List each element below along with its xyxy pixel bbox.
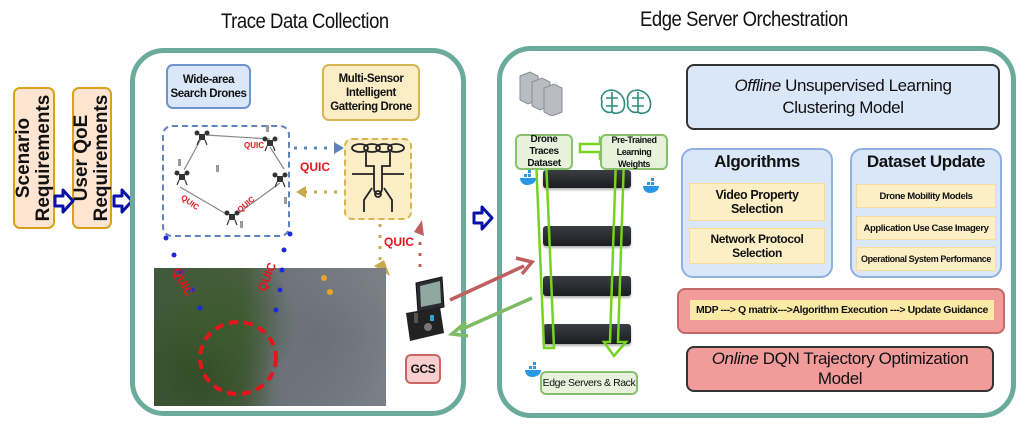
scenario-requirements-label: Scenario Requirements	[13, 94, 54, 222]
flow-arrow-icon	[472, 205, 494, 231]
multi-sensor-drone-label: Multi-Sensor Intelligent Gattering Drone	[322, 64, 420, 121]
flow-arrow-icon	[53, 188, 75, 214]
edge-server-unit	[543, 276, 631, 296]
edge-server-orchestration-panel	[497, 46, 1016, 418]
online-emphasis: Online	[711, 349, 759, 368]
edge-server-unit	[543, 170, 631, 188]
gcs-label: GCS	[405, 354, 441, 384]
drone-swarm-graph	[174, 125, 288, 228]
docker-icon	[520, 170, 536, 185]
offline-emphasis: Offline	[734, 76, 781, 95]
algorithms-title: Algorithms	[714, 152, 800, 171]
drone-traces-dataset-label: Drone Traces Dataset	[515, 134, 573, 170]
trace-data-collection-panel	[130, 48, 466, 416]
user-qoe-requirements-box: User QoE Requirements	[71, 87, 112, 229]
drone-icon	[174, 130, 288, 226]
dataset-update-item: Drone Mobility Models	[856, 184, 996, 208]
ground-control-station-icon	[406, 276, 445, 341]
docker-icon	[643, 178, 659, 193]
scenario-requirements-box: Scenario Requirements	[13, 87, 55, 229]
dataset-update-item: Application Use Case Imagery	[856, 216, 996, 240]
dataset-update-title: Dataset Update	[866, 152, 986, 171]
gcs-edge-links	[447, 256, 536, 338]
edge-server-unit	[543, 226, 631, 246]
wide-area-search-drones-label: Wide-area Search Drones	[166, 64, 251, 109]
offline-clustering-model-box: Offline Unsupervised Learning Clustering…	[686, 64, 1000, 130]
multi-sensor-drone-icon	[351, 143, 405, 212]
docker-icon	[525, 362, 541, 377]
edge-servers-rack-label: Edge Servers & Rack	[540, 371, 638, 395]
map-overlay	[163, 231, 333, 396]
quic-link-arrows	[294, 142, 344, 198]
quic-label: QUIC	[244, 141, 264, 150]
database-servers-icon	[519, 71, 563, 116]
pipeline-steps: MDP ---> Q matrix--->Algorithm Execution…	[690, 300, 994, 320]
search-drone-swarm-region	[162, 125, 290, 237]
neural-network-brain-icon	[600, 89, 652, 114]
flow-arrow-icon	[112, 188, 134, 214]
pretrained-learning-weights-label: Pre-Trained Learning Weights	[600, 134, 668, 170]
edge-server-orchestration-title: Edge Server Orchestration	[640, 8, 848, 31]
trace-data-collection-title: Trace Data Collection	[221, 10, 389, 33]
algorithm-item: Network Protocol Selection	[689, 228, 825, 264]
quic-label: QUIC	[384, 235, 414, 249]
quic-label: QUIC	[300, 160, 330, 174]
dataset-update-item: Operational System Performance	[856, 247, 996, 271]
online-dqn-model-box: Online DQN Trajectory Optimization Model	[686, 346, 994, 392]
algorithm-item: Video Property Selection	[689, 183, 825, 221]
user-qoe-requirements-label: User QoE Requirements	[71, 94, 112, 222]
